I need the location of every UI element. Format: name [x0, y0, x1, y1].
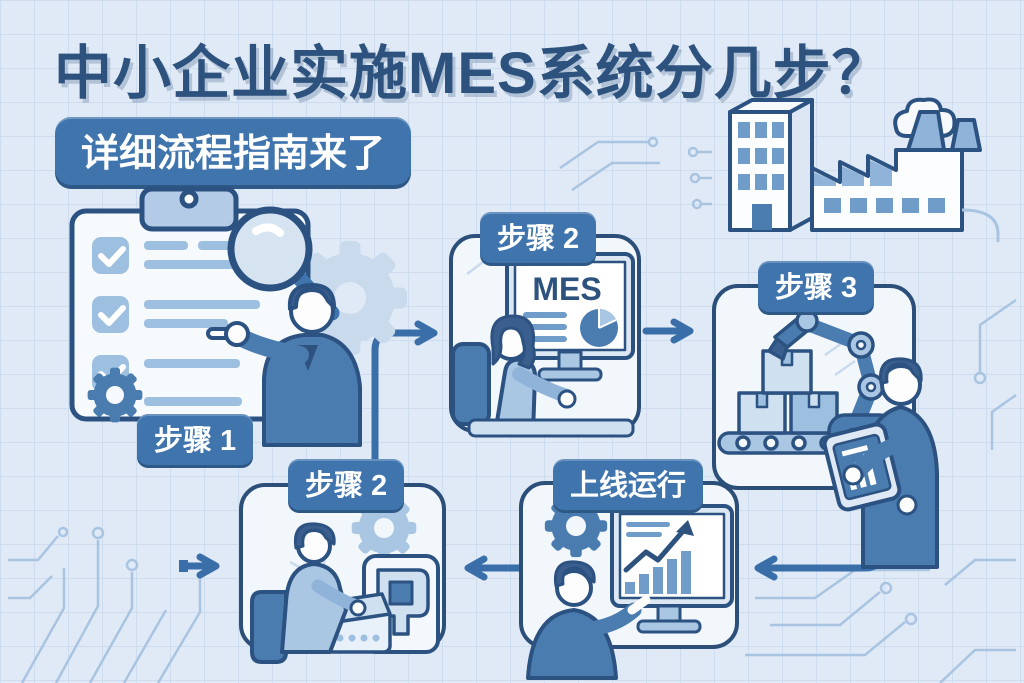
pie-chart-icon [580, 309, 618, 347]
gear-icon [351, 495, 417, 561]
factory-hall [810, 148, 964, 232]
technician-person [250, 522, 367, 664]
gear-icon-faint [293, 241, 407, 355]
gear-icon [544, 494, 608, 558]
office-door [752, 204, 772, 230]
go-live-monitoring-scene [526, 494, 734, 680]
operator-woman [451, 314, 635, 438]
boxes [737, 349, 839, 435]
factory-illustration [728, 97, 1000, 242]
badge-step-2: 步骤 2 [480, 212, 597, 263]
clipboard-clip [139, 186, 239, 232]
consultant-person [206, 283, 362, 447]
screen-text-lines [523, 312, 567, 342]
badge-step-1: 步骤 1 [137, 414, 254, 465]
badge-step-2-deploy: 步骤 2 [288, 459, 405, 510]
trend-arrow [623, 520, 694, 573]
circuit-traces [8, 136, 1017, 683]
step1-clipboard-scene [69, 186, 407, 447]
supervisor-person [822, 357, 939, 569]
chimney [950, 118, 982, 152]
screen-text-lines [626, 522, 670, 537]
gear-icon [87, 367, 143, 423]
badge-go-live: 上线运行 [553, 459, 704, 510]
analyst-person [526, 560, 651, 680]
subtitle-badge: 详细流程指南来了 [55, 117, 412, 185]
bar-chart [625, 551, 691, 594]
factory-ground-line [961, 208, 1000, 242]
page-title: 中小企业实施MES系统分几步？ [54, 41, 891, 106]
deploy-workstation-scene [250, 495, 440, 664]
mes-screen-text: MES [532, 271, 601, 307]
office-building-side [788, 98, 814, 232]
step2-computer-scene: MES [451, 252, 635, 438]
checklist [92, 237, 260, 406]
badge-step-3: 步骤 3 [758, 261, 875, 312]
step3-automation-scene [717, 309, 939, 569]
